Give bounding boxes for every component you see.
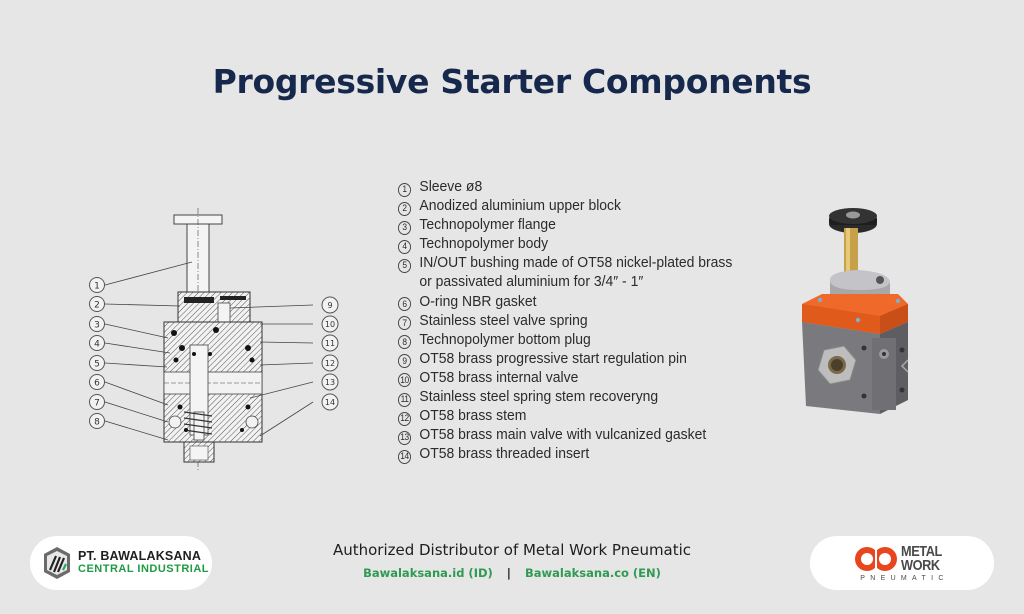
svg-text:14: 14 xyxy=(325,398,335,407)
item-label: OT58 brass main valve with vulcanized ga… xyxy=(419,426,707,444)
page-title: Progressive Starter Components xyxy=(212,62,812,101)
company-subtitle: CENTRAL INDUSTRIAL xyxy=(78,563,210,575)
bawalaksana-emblem-icon xyxy=(44,547,70,579)
list-item: 7 Stainless steel valve spring xyxy=(398,311,751,331)
item-label: Technopolymer body xyxy=(419,235,549,253)
product-photo xyxy=(780,200,940,420)
list-item: 13 OT58 brass main valve with vulcanized … xyxy=(398,425,751,445)
item-number: 6 xyxy=(398,297,412,312)
metal-work-line2: WORK xyxy=(901,556,941,574)
svg-text:13: 13 xyxy=(325,378,335,387)
svg-text:11: 11 xyxy=(325,339,335,348)
item-label: Anodized aluminium upper block xyxy=(419,197,622,215)
metal-work-emblem-icon xyxy=(855,546,898,571)
callout-10: 10 xyxy=(321,315,339,333)
list-item: 14 OT58 brass threaded insert xyxy=(398,444,751,464)
cross-section-diagram: 1 2 3 4 5 6 7 8 9 10 11 12 13 14 xyxy=(70,200,360,480)
item-number: 10 xyxy=(398,373,412,388)
list-item: 12 OT58 brass stem xyxy=(398,406,751,426)
item-label: OT58 brass progressive start regulation … xyxy=(419,349,687,367)
svg-text:9: 9 xyxy=(327,301,332,310)
svg-text:5: 5 xyxy=(94,360,100,370)
item-label: OT58 brass internal valve xyxy=(419,368,579,386)
svg-text:12: 12 xyxy=(325,359,335,368)
callout-8: 8 xyxy=(89,413,105,429)
svg-text:6: 6 xyxy=(94,379,100,389)
list-item: 5 IN/OUT bushing made of OT58 nickel-plat… xyxy=(398,253,751,273)
list-item: 11 Stainless steel spring stem recoveryng xyxy=(398,387,751,407)
item-number: 5 xyxy=(398,258,412,273)
item-number: 9 xyxy=(398,354,412,369)
bawalaksana-logo[interactable]: PT. BAWALAKSANA CENTRAL INDUSTRIAL xyxy=(30,536,212,590)
component-list: 1 Sleeve ø8 2 Anodized aluminium upper blo… xyxy=(398,177,751,464)
item-number: 13 xyxy=(398,430,412,445)
list-item: 4 Technopolymer body xyxy=(398,234,751,254)
callout-11: 11 xyxy=(321,334,339,352)
list-item: 6 O-ring NBR gasket xyxy=(398,292,751,312)
item-label: O-ring NBR gasket xyxy=(419,292,537,310)
callout-6: 6 xyxy=(89,374,105,390)
link-separator: | xyxy=(506,566,511,580)
item-number: 2 xyxy=(398,201,412,216)
list-item: 3 Technopolymer flange xyxy=(398,215,751,235)
callout-5: 5 xyxy=(89,355,105,371)
item-label: IN/OUT bushing made of OT58 nickel-plate… xyxy=(419,254,733,272)
item-number: 1 xyxy=(398,182,412,197)
svg-text:1: 1 xyxy=(94,282,100,292)
svg-text:4: 4 xyxy=(94,340,100,350)
item-number: 11 xyxy=(398,392,412,407)
item-label: Stainless steel spring stem recoveryng xyxy=(419,388,659,406)
item-number: 4 xyxy=(398,239,412,254)
svg-text:10: 10 xyxy=(325,320,335,329)
list-item: 10 OT58 brass internal valve xyxy=(398,368,751,388)
list-item: 2 Anodized aluminium upper block xyxy=(398,196,751,216)
link-bawalaksana-co[interactable]: Bawalaksana.co (EN) xyxy=(525,566,661,580)
list-item: 1 Sleeve ø8 xyxy=(398,177,751,197)
metal-work-logo[interactable]: METAL WORK PNEUMATIC xyxy=(810,536,994,590)
item-label: OT58 brass threaded insert xyxy=(419,445,590,463)
callout-12: 12 xyxy=(321,354,339,372)
callout-13: 13 xyxy=(321,373,339,391)
item-number: 8 xyxy=(398,335,412,350)
metal-work-line1: METAL xyxy=(901,542,943,560)
item-label: Technopolymer bottom plug xyxy=(419,330,591,348)
distributor-text: Authorized Distributor of Metal Work Pne… xyxy=(332,541,692,559)
callout-3: 3 xyxy=(89,316,105,332)
metal-work-subtitle: PNEUMATIC xyxy=(860,574,949,582)
item-label: Technopolymer flange xyxy=(419,216,556,234)
item-number: 3 xyxy=(398,220,412,235)
item-label: Stainless steel valve spring xyxy=(419,311,588,329)
item-number: 14 xyxy=(398,449,412,464)
svg-text:3: 3 xyxy=(94,321,100,331)
list-item: 9 OT58 brass progressive start regulation… xyxy=(398,349,751,369)
company-name: PT. BAWALAKSANA xyxy=(78,549,202,563)
item-number: 7 xyxy=(398,316,412,331)
callout-14: 14 xyxy=(321,393,339,411)
callout-2: 2 xyxy=(89,296,105,312)
callout-1: 1 xyxy=(89,277,105,293)
item-label: OT58 brass stem xyxy=(419,407,527,425)
svg-text:2: 2 xyxy=(94,301,100,311)
callout-4: 4 xyxy=(89,335,105,351)
list-item: 8 Technopolymer bottom plug xyxy=(398,330,751,350)
footer-info: Authorized Distributor of Metal Work Pne… xyxy=(0,541,1024,580)
svg-text:8: 8 xyxy=(94,418,100,428)
callout-9: 9 xyxy=(321,296,339,314)
item-number: 12 xyxy=(398,411,412,426)
item-label-continuation: or passivated aluminium for 3/4″ - 1″ xyxy=(419,273,644,291)
link-bawalaksana-id[interactable]: Bawalaksana.id (ID) xyxy=(363,566,493,580)
callout-7: 7 xyxy=(89,394,105,410)
svg-text:7: 7 xyxy=(94,399,100,409)
item-label: Sleeve ø8 xyxy=(419,178,483,195)
